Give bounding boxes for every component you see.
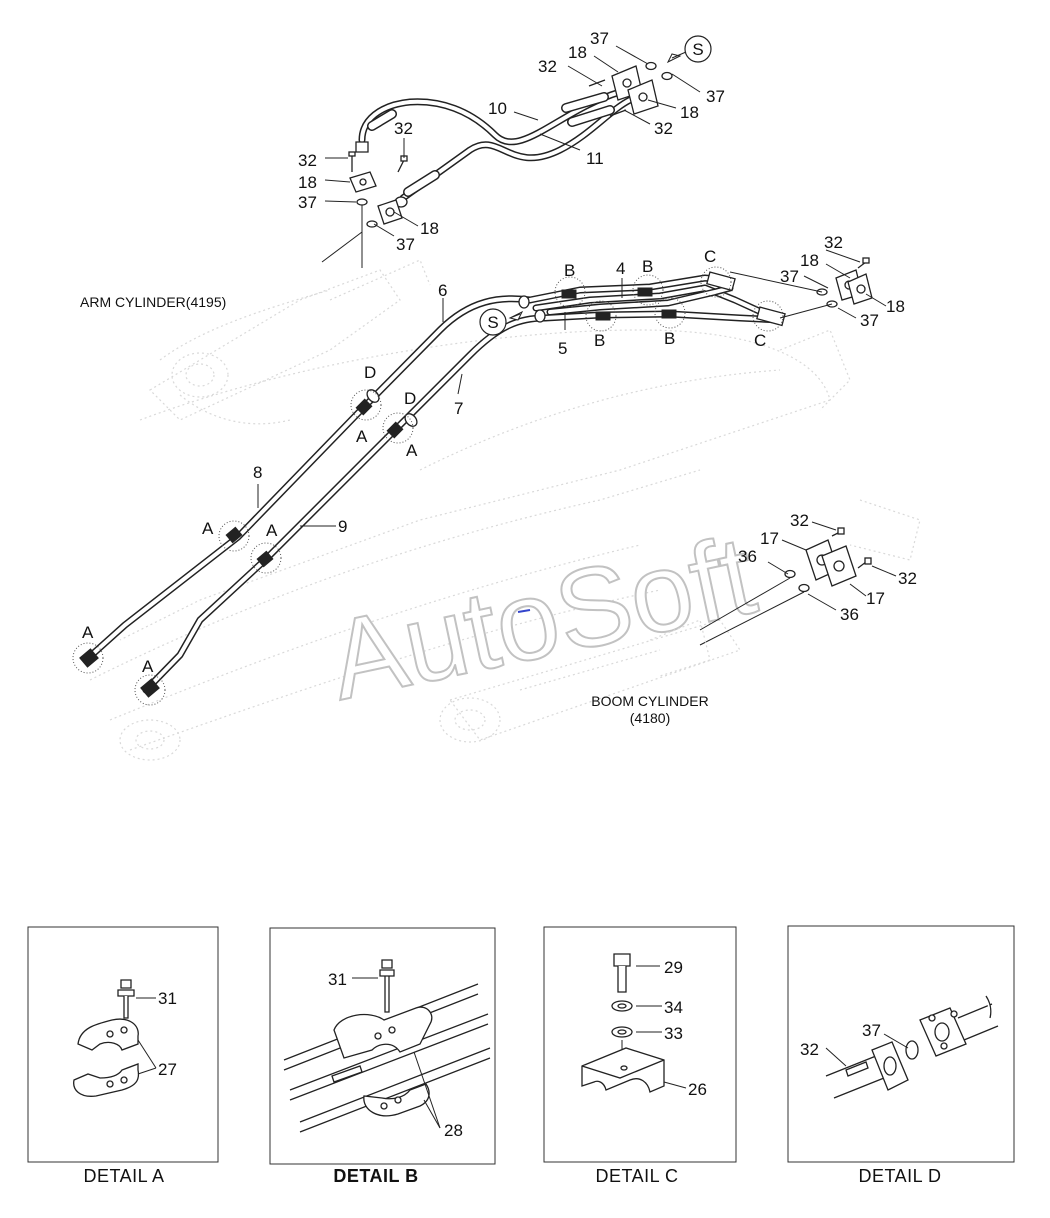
callout-32-top: 32 <box>538 57 557 76</box>
detail-ref-a-6: A <box>142 657 154 676</box>
callout-32-right: 32 <box>654 119 673 138</box>
detail-ref-b-1: B <box>564 261 575 280</box>
callout-6: 6 <box>438 281 447 300</box>
callout-37-boom-a: 37 <box>780 267 799 286</box>
callout-32-upper: 32 <box>394 119 413 138</box>
callout-7: 7 <box>454 399 463 418</box>
callout-36-cyl: 36 <box>738 547 757 566</box>
callout-32-cyl-b: 32 <box>898 569 917 588</box>
callout-17-cyl-b: 17 <box>866 589 885 608</box>
flange-top-left <box>321 151 408 268</box>
s-label-top: S <box>692 40 703 59</box>
flange-top-right <box>588 61 673 117</box>
callout-37-top: 37 <box>590 29 609 48</box>
callout-37-boom-b: 37 <box>860 311 879 330</box>
arm-cylinder-hoses <box>355 88 634 208</box>
detail-b-callout-28: 28 <box>444 1121 463 1140</box>
detail-a-callout-27: 27 <box>158 1060 177 1079</box>
callout-9: 9 <box>338 517 347 536</box>
callout-leaders <box>257 45 897 611</box>
detail-d-title: DETAIL D <box>858 1166 941 1186</box>
callout-32-cyl: 32 <box>790 511 809 530</box>
watermark-text: AutoSoft <box>319 512 765 724</box>
arm-cylinder-label: ARM CYLINDER(4195) <box>80 294 226 310</box>
callout-18-top: 18 <box>568 43 587 62</box>
callout-11: 11 <box>586 149 604 168</box>
section-s-markers: S S <box>479 35 712 336</box>
detail-d-callout-37: 37 <box>862 1021 881 1040</box>
detail-c-callout-26: 26 <box>688 1080 707 1099</box>
detail-ref-d-2: D <box>404 389 416 408</box>
detail-ref-d-1: D <box>364 363 376 382</box>
callout-18-left: 18 <box>298 173 317 192</box>
callout-18-lower: 18 <box>420 219 439 238</box>
detail-c-callout-34: 34 <box>664 998 683 1017</box>
detail-c-title: DETAIL C <box>595 1166 678 1186</box>
detail-ref-c-2: C <box>754 331 766 350</box>
detail-ref-b-4: B <box>664 329 675 348</box>
callout-18-boom: 18 <box>800 251 819 270</box>
detail-d-callout-32: 32 <box>800 1040 819 1059</box>
flange-boom-right <box>729 257 873 319</box>
detail-a-callout-31: 31 <box>158 989 177 1008</box>
detail-b-callout-31: 31 <box>328 970 347 989</box>
callout-37-lower: 37 <box>396 235 415 254</box>
detail-c-callout-29: 29 <box>664 958 683 977</box>
s-label-mid: S <box>487 313 498 332</box>
callout-10: 10 <box>488 99 507 118</box>
boom-cylinder-label: BOOM CYLINDER <box>591 693 708 709</box>
flange-boom-cylinder <box>649 527 872 677</box>
detail-a-panel: 31 27 <box>27 926 219 1163</box>
detail-c-panel: 29 34 33 26 <box>543 926 737 1163</box>
detail-ref-a-4: A <box>266 521 278 540</box>
detail-ref-b-3: B <box>594 331 605 350</box>
detail-d-panel: 32 37 <box>787 925 1015 1163</box>
callout-5: 5 <box>558 339 567 358</box>
detail-a-title: DETAIL A <box>83 1166 164 1186</box>
boom-cylinder-number: (4180) <box>630 710 670 726</box>
detail-b-title: DETAIL B <box>333 1166 418 1186</box>
callout-17-cyl: 17 <box>760 529 779 548</box>
detail-ref-c-1: C <box>704 247 716 266</box>
callout-32-left: 32 <box>298 151 317 170</box>
detail-c-callout-33: 33 <box>664 1024 683 1043</box>
pipe-clamps <box>79 271 786 698</box>
blue-mark <box>517 609 531 613</box>
detail-ref-a-5: A <box>82 623 94 642</box>
detail-b-panel: 31 28 <box>269 927 496 1165</box>
callout-36-cyl-b: 36 <box>840 605 859 624</box>
callout-18-boom-b: 18 <box>886 297 905 316</box>
callout-32-boom: 32 <box>824 233 843 252</box>
callout-4: 4 <box>616 259 625 278</box>
callout-8: 8 <box>253 463 262 482</box>
detail-ref-a-1: A <box>356 427 368 446</box>
callout-numbers: 37 18 32 37 18 32 10 11 32 32 18 37 18 3… <box>82 29 917 676</box>
detail-ref-a-2: A <box>406 441 418 460</box>
detail-ref-b-2: B <box>642 257 653 276</box>
callout-37-left: 37 <box>298 193 317 212</box>
callout-37-right: 37 <box>706 87 725 106</box>
detail-reference-circles <box>72 266 784 706</box>
ghost-machine-outline <box>89 259 921 761</box>
callout-18-right: 18 <box>680 103 699 122</box>
detail-ref-a-3: A <box>202 519 214 538</box>
